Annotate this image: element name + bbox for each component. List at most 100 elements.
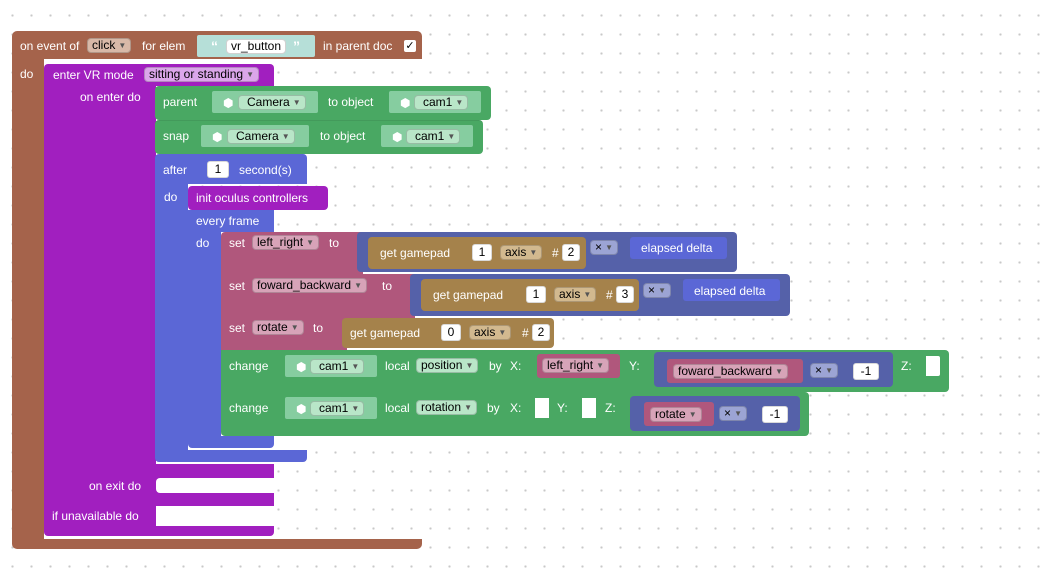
snap-label: snap [163,129,190,143]
event-for-elem-label: for elem [142,39,186,53]
set2-elapsed-label: elapsed delta [694,284,766,298]
set2-axis-value: axis [559,287,581,301]
change2-z-var-dropdown[interactable]: rotate▼ [650,407,702,422]
dropdown-arrow-icon: ▼ [455,98,464,107]
vr-mode-value: sitting or standing [149,67,244,81]
set1-var-dropdown[interactable]: left_right▼ [252,235,320,250]
change2-prop-dropdown[interactable]: rotation▼ [416,400,478,415]
elem-id-value: vr_button [231,39,282,53]
snap-obj2-dropdown[interactable]: cam1▼ [406,129,461,144]
change1-z-label: Z: [901,359,912,373]
set3-var-value: rotate [257,320,288,334]
change2-obj-dropdown[interactable]: cam1▼ [310,401,365,416]
dropdown-arrow-icon: ▼ [596,361,605,370]
change1-x-var-dropdown[interactable]: left_right▼ [542,358,610,373]
parent-to-object-label: to object [328,95,374,109]
set2-op-dropdown[interactable]: ×▼ [643,283,672,298]
change1-neg-input[interactable]: -1 [853,363,879,380]
elem-id-field[interactable]: vr_button [226,39,287,54]
set1-pad-input[interactable]: 1 [472,244,492,261]
dropdown-arrow-icon: ▼ [605,243,614,252]
elapsed-delta-block-1[interactable] [630,237,727,259]
set1-op-value: × [595,240,603,254]
parent-obj1-dropdown[interactable]: Camera▼ [238,95,306,110]
set1-get-gamepad-label: get gamepad [380,246,451,260]
set1-to-label: to [329,236,340,250]
change2-x-label: X: [510,401,522,415]
in-parent-doc-checkbox[interactable]: ✓ [404,40,416,52]
change2-y-empty-slot[interactable] [582,398,596,418]
snap-obj2-value: cam1 [415,129,445,143]
change1-op-value: × [815,363,823,377]
change1-y-var-dropdown[interactable]: foward_backward▼ [673,364,789,379]
change2-op-dropdown[interactable]: ×▼ [719,406,748,421]
change1-op-dropdown[interactable]: ×▼ [810,363,839,378]
set1-axis-dropdown[interactable]: axis▼ [500,245,543,260]
vr-enter-label: enter VR mode [53,68,134,82]
change2-by-label: by [487,401,500,415]
vr-mode-spine [44,86,156,530]
change2-y-label: Y: [557,401,568,415]
change1-x-var-value: left_right [547,358,594,372]
set2-axis-dropdown[interactable]: axis▼ [554,287,597,302]
dropdown-arrow-icon: ▼ [529,248,538,257]
set1-var-value: left_right [257,235,304,249]
parent-obj2-value: cam1 [423,95,453,109]
set1-op-dropdown[interactable]: ×▼ [590,240,619,255]
dropdown-arrow-icon: ▼ [118,41,127,50]
dropdown-arrow-icon: ▼ [825,366,834,375]
event-on-event-of-label: on event of [20,39,80,53]
init-oculus-block[interactable] [188,186,328,210]
if-unavailable-empty-slot[interactable] [156,508,274,523]
set2-hash-label: # [606,288,613,302]
set2-pad-input[interactable]: 1 [526,286,546,303]
after-unit-label: second(s) [239,163,292,177]
set3-pad-input[interactable]: 0 [441,324,461,341]
set3-axis-dropdown[interactable]: axis▼ [469,325,512,340]
event-in-parent-doc-label: in parent doc [323,39,393,53]
snap-obj1-dropdown[interactable]: Camera▼ [227,129,295,144]
every-frame-spine [188,232,221,438]
cube-icon: ⬢ [400,96,411,110]
dropdown-arrow-icon: ▼ [658,286,667,295]
set3-get-gamepad-label: get gamepad [350,326,421,340]
set2-to-label: to [382,279,393,293]
change1-y-var-value: foward_backward [678,364,773,378]
every-frame-label: every frame [196,214,260,228]
snap-obj1-value: Camera [236,129,279,143]
dropdown-arrow-icon: ▼ [498,328,507,337]
change1-obj-value: cam1 [319,359,349,373]
set2-var-dropdown[interactable]: foward_backward▼ [252,278,368,293]
dropdown-arrow-icon: ▼ [447,132,456,141]
parent-obj2-dropdown[interactable]: cam1▼ [414,95,469,110]
change2-x-empty-slot[interactable] [535,398,549,418]
set2-idx-input[interactable]: 3 [616,286,634,303]
change1-y-label: Y: [629,359,640,373]
after-seconds-input[interactable]: 1 [207,161,229,178]
change1-by-label: by [489,359,502,373]
elapsed-delta-block-2[interactable] [683,279,780,301]
change2-neg-input[interactable]: -1 [762,406,788,423]
after-block-spine [155,184,188,450]
cube-icon: ⬢ [212,130,223,144]
event-do-label: do [20,67,34,81]
vr-mode-dropdown[interactable]: sitting or standing▼ [144,67,260,82]
set3-idx-input[interactable]: 2 [532,324,550,341]
on-exit-do-label: on exit do [89,479,142,493]
after-block[interactable] [155,154,307,184]
change1-prop-value: position [421,358,463,372]
change1-prop-dropdown[interactable]: position▼ [416,358,479,373]
every-frame-block[interactable] [188,210,274,232]
on-exit-empty-slot[interactable] [156,478,274,493]
set3-set-label: set [229,321,246,335]
change1-local-label: local [385,359,410,373]
set3-var-dropdown[interactable]: rotate▼ [252,320,304,335]
parent-obj1-value: Camera [247,95,290,109]
change2-label: change [229,401,269,415]
set3-hash-label: # [522,326,529,340]
change1-z-empty-slot[interactable] [926,356,940,376]
every-frame-do-label: do [196,236,210,250]
change1-obj-dropdown[interactable]: cam1▼ [310,359,365,374]
set1-idx-input[interactable]: 2 [562,244,580,261]
event-type-dropdown[interactable]: click▼ [87,38,132,53]
